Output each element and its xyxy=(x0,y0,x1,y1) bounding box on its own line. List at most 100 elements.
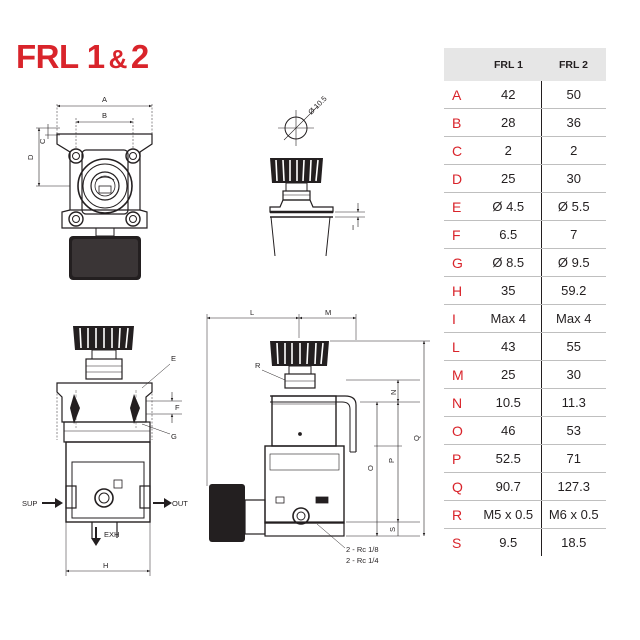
row-label: B xyxy=(444,108,476,137)
front-view-top xyxy=(36,104,153,280)
row-frl2-value: 53 xyxy=(541,416,606,445)
row-label: F xyxy=(444,220,476,249)
label-M: M xyxy=(325,308,331,317)
side-view xyxy=(206,314,430,549)
row-label: C xyxy=(444,136,476,165)
label-G: G xyxy=(171,432,177,441)
row-frl1-value: 6.5 xyxy=(476,220,542,249)
label-sup: SUP xyxy=(22,499,37,508)
label-port-rc-1-4: 2 - Rc 1/4 xyxy=(346,556,379,565)
exh-arrow xyxy=(91,527,101,546)
table-header-frl1: FRL 1 xyxy=(476,48,541,81)
page-title: FRL 1&2 xyxy=(16,40,149,73)
row-frl1-value: M5 x 0.5 xyxy=(476,500,542,529)
row-label: A xyxy=(444,81,476,109)
row-frl1-value: Ø 4.5 xyxy=(476,192,542,221)
row-label: E xyxy=(444,192,476,221)
row-frl1-value: 46 xyxy=(476,416,542,445)
row-frl1-value: 90.7 xyxy=(476,472,542,501)
label-N: N xyxy=(389,390,398,395)
row-frl2-value: 11.3 xyxy=(541,388,606,417)
title-number: 2 xyxy=(130,38,149,75)
label-D: D xyxy=(26,154,35,160)
label-H: H xyxy=(103,561,108,570)
row-frl1-value: Ø 8.5 xyxy=(476,248,542,277)
label-A: A xyxy=(102,95,107,104)
row-frl2-value: 59.2 xyxy=(541,276,606,305)
row-frl2-value: 127.3 xyxy=(541,472,606,501)
row-frl2-value: M6 x 0.5 xyxy=(541,500,606,529)
row-frl2-value: 36 xyxy=(541,108,606,137)
row-frl1-value: 52.5 xyxy=(476,444,542,473)
row-frl2-value: 2 xyxy=(541,136,606,165)
table-header-corner xyxy=(444,48,476,81)
sup-arrow xyxy=(42,498,63,508)
row-frl1-value: Max 4 xyxy=(476,304,542,333)
label-F: F xyxy=(175,403,180,412)
row-label: P xyxy=(444,444,476,473)
row-label: S xyxy=(452,534,462,551)
row-frl1-value: 43 xyxy=(476,332,542,361)
label-C: C xyxy=(38,138,47,144)
row-label: N xyxy=(444,388,476,417)
label-exh: EXH xyxy=(104,530,119,539)
row-frl1-value: 28 xyxy=(476,108,542,137)
row-frl1-value: 35 xyxy=(476,276,542,305)
label-L: L xyxy=(250,308,254,317)
label-B: B xyxy=(102,111,107,120)
label-S: S xyxy=(388,527,397,532)
label-Q: Q xyxy=(412,435,421,441)
row-label: L xyxy=(444,332,476,361)
row-label: G xyxy=(444,248,476,277)
row-frl2-value: 30 xyxy=(541,360,606,389)
row-frl2-value: 7 xyxy=(541,220,606,249)
row-frl1-value: 25 xyxy=(476,164,542,193)
out-arrow xyxy=(153,498,172,508)
row-label: O xyxy=(444,416,476,445)
row-frl2-value: Ø 9.5 xyxy=(541,248,606,277)
row-frl2-value: 55 xyxy=(541,332,606,361)
label-R: R xyxy=(255,361,261,370)
row-frl2-value: Max 4 xyxy=(541,304,606,333)
row-frl2-value: 18.5 xyxy=(561,535,587,550)
row-label: D xyxy=(444,164,476,193)
row-frl2-value: 30 xyxy=(541,164,606,193)
row-frl2-value: 71 xyxy=(541,444,606,473)
front-view-bottom xyxy=(56,326,182,576)
row-frl2-value: Ø 5.5 xyxy=(541,192,606,221)
label-port-rc-1-8: 2 - Rc 1/8 xyxy=(346,545,379,554)
title-main: FRL 1 xyxy=(16,38,105,75)
row-label: R xyxy=(444,500,476,529)
row-label: I xyxy=(444,304,476,333)
row-frl1-value: 25 xyxy=(476,360,542,389)
row-frl1-value: 2 xyxy=(476,136,542,165)
label-O: O xyxy=(366,465,375,471)
label-out: OUT xyxy=(172,499,188,508)
panel-mount-detail xyxy=(269,105,365,257)
label-P: P xyxy=(387,458,396,463)
label-E: E xyxy=(171,354,176,363)
table-header-frl2: FRL 2 xyxy=(541,48,606,81)
row-frl2-value: 50 xyxy=(541,81,606,109)
title-ampersand: & xyxy=(108,44,128,74)
row-label: M xyxy=(444,360,476,389)
label-I: I xyxy=(352,223,354,232)
row-frl1-value: 9.5 xyxy=(476,528,542,556)
row-frl1-value: 42 xyxy=(476,81,542,109)
label-dia-10-5: Ø 10.5 xyxy=(306,94,328,116)
